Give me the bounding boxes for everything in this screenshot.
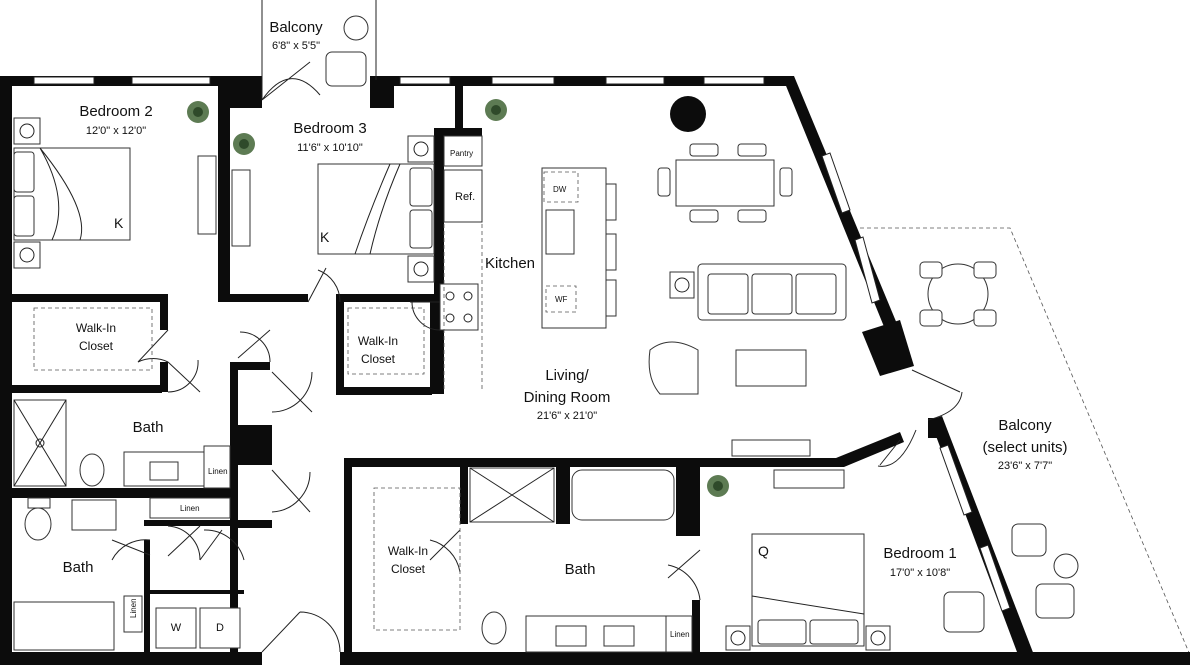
walkin-mid-line1: Walk-In (358, 334, 398, 348)
bath-lower-name: Bath (63, 559, 94, 576)
doors (111, 61, 963, 653)
bedroom3-bed (317, 135, 435, 283)
bedroom1-name: Bedroom 1 (883, 545, 956, 562)
windows (33, 76, 1011, 612)
laundry-machines (155, 607, 241, 649)
balcony-right-dim: 23'6" x 7'7" (998, 460, 1052, 472)
bath-lower-fixtures (13, 497, 231, 651)
interior-walls (12, 86, 904, 662)
bath-main-fixtures (469, 467, 693, 653)
bedroom3-dresser (231, 169, 251, 247)
walkin-bed1-line1: Walk-In (388, 544, 428, 558)
bedroom3-bed-size: K (320, 229, 330, 245)
walkin-left-line2: Closet (79, 339, 114, 353)
bedroom2-dim: 12'0" x 12'0" (86, 125, 146, 137)
washer-label: W (171, 622, 182, 634)
kitchen-fixtures (439, 135, 617, 392)
walkin-left-line1: Walk-In (76, 321, 116, 335)
living-furniture (648, 263, 847, 489)
walkin-bed1-line2: Closet (391, 562, 426, 576)
bath-upper-fixtures (13, 399, 231, 489)
walkin-mid-line2: Closet (361, 352, 396, 366)
kitchen-name: Kitchen (485, 255, 535, 272)
bath-main-linen: Linen (670, 630, 690, 639)
bath-lower-linen: Linen (129, 598, 138, 618)
walkin-left-shelf (33, 307, 153, 371)
wf-label: WF (555, 295, 568, 304)
dw-label: DW (553, 185, 567, 194)
bedroom2-bed-size: K (114, 215, 124, 231)
balcony-right-furniture (919, 261, 1079, 633)
bedroom1-bed (725, 533, 891, 651)
bedroom1-bed-size: Q (758, 543, 769, 559)
bath-main-name: Bath (565, 561, 596, 578)
bedroom3-name: Bedroom 3 (293, 120, 366, 137)
living-name-line1: Living/ (545, 367, 589, 384)
dryer-label: D (216, 622, 224, 634)
ref-label: Ref. (455, 191, 475, 203)
balcony-top-furniture (261, 0, 377, 100)
bedroom1-dim: 17'0" x 10'8" (890, 567, 950, 579)
dining-table (657, 96, 793, 223)
bedroom2-bed (13, 117, 131, 269)
bedroom2-dresser (197, 155, 217, 235)
bath-upper-name: Bath (133, 419, 164, 436)
pantry-label: Pantry (450, 149, 473, 158)
bedroom3-dim: 11'6" x 10'10" (297, 142, 363, 154)
bath-upper-linen: Linen (208, 467, 228, 476)
balcony-right-name-line2: (select units) (982, 439, 1067, 456)
walkin-bed1-shelf (373, 487, 461, 631)
balcony-right-area (860, 227, 1190, 656)
plant-icon (187, 99, 729, 497)
balcony-top-name: Balcony (269, 19, 323, 36)
living-name-line2: Dining Room (524, 389, 611, 406)
living-dim: 21'6" x 21'0" (537, 410, 597, 422)
balcony-right-name-line1: Balcony (998, 417, 1052, 434)
balcony-top-dim: 6'8" x 5'5" (272, 40, 320, 52)
hall-linen: Linen (180, 504, 200, 513)
bedroom2-name: Bedroom 2 (79, 103, 152, 120)
walkin-mid-shelf (347, 307, 425, 375)
